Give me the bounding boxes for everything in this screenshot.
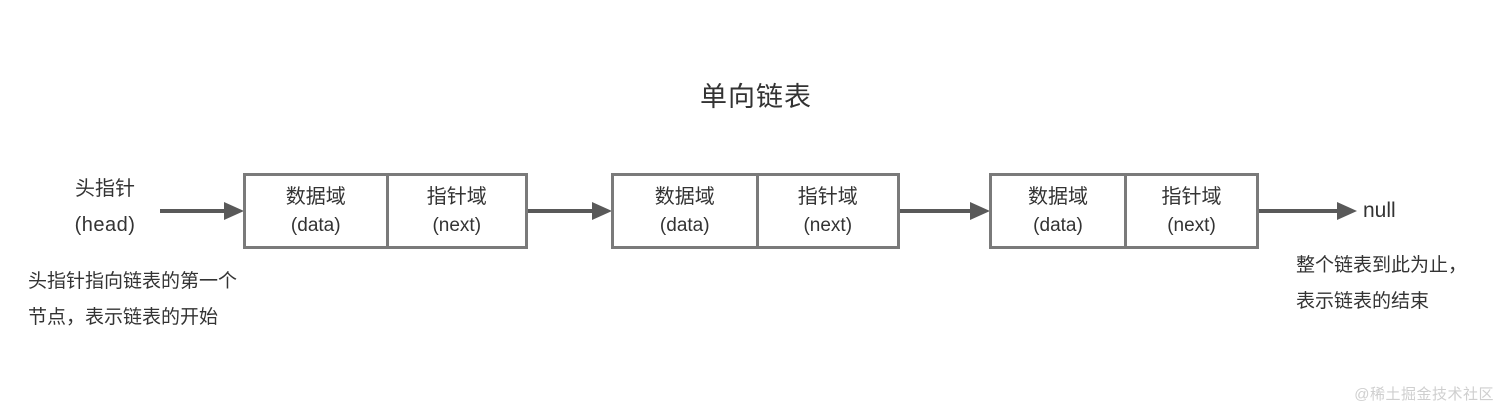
watermark: @稀土掘金技术社区 [1354,386,1494,403]
arrow-node2-to-node3-icon [900,200,990,222]
linked-list-node-1: 数据域 (data) 指针域 (next) [243,173,528,249]
head-pointer-label-en: (head) [74,214,136,236]
node-1-next-label-cn: 指针域 [426,186,487,208]
node-2-next-label-en: (next) [803,215,853,236]
page-title: 单向链表 [700,82,812,112]
node-1-next-cell: 指针域 (next) [385,176,526,246]
tail-caption-line-1: 整个链表到此为止， [1296,255,1468,276]
tail-caption-line-2: 表示链表的结束 [1296,291,1430,312]
node-2-data-cell: 数据域 (data) [614,176,756,246]
head-pointer-label-cn: 头指针 [75,178,135,200]
node-3-data-cell: 数据域 (data) [992,176,1124,246]
arrow-node3-to-null-icon [1259,200,1357,222]
node-2-data-label-en: (data) [659,215,710,236]
node-3-data-label-en: (data) [1033,215,1083,236]
tail-caption: 整个链表到此为止， 表示链表的结束 [1296,248,1512,320]
node-3-next-cell: 指针域 (next) [1124,176,1256,246]
node-3-data-label-cn: 数据域 [1028,186,1088,208]
node-2-next-cell: 指针域 (next) [755,176,898,246]
linked-list-node-2: 数据域 (data) 指针域 (next) [611,173,900,249]
node-3-next-label-en: (next) [1167,215,1216,236]
node-1-data-cell: 数据域 (data) [246,176,386,246]
arrow-node1-to-node2-icon [528,200,612,222]
head-pointer-label: 头指针 (head) [40,171,170,243]
node-2-data-label-cn: 数据域 [654,186,715,208]
arrow-head-to-node1-icon [160,200,244,222]
head-caption-line-2: 节点，表示链表的开始 [28,307,219,328]
node-1-data-label-en: (data) [290,215,341,236]
head-caption: 头指针指向链表的第一个 节点，表示链表的开始 [28,264,368,336]
head-caption-line-1: 头指针指向链表的第一个 [28,271,238,292]
node-2-next-label-cn: 指针域 [797,186,858,208]
null-terminator-label: null [1363,199,1396,222]
linked-list-node-3: 数据域 (data) 指针域 (next) [989,173,1259,249]
node-1-next-label-en: (next) [432,215,482,236]
node-1-data-label-cn: 数据域 [285,186,346,208]
node-3-next-label-cn: 指针域 [1161,186,1222,208]
